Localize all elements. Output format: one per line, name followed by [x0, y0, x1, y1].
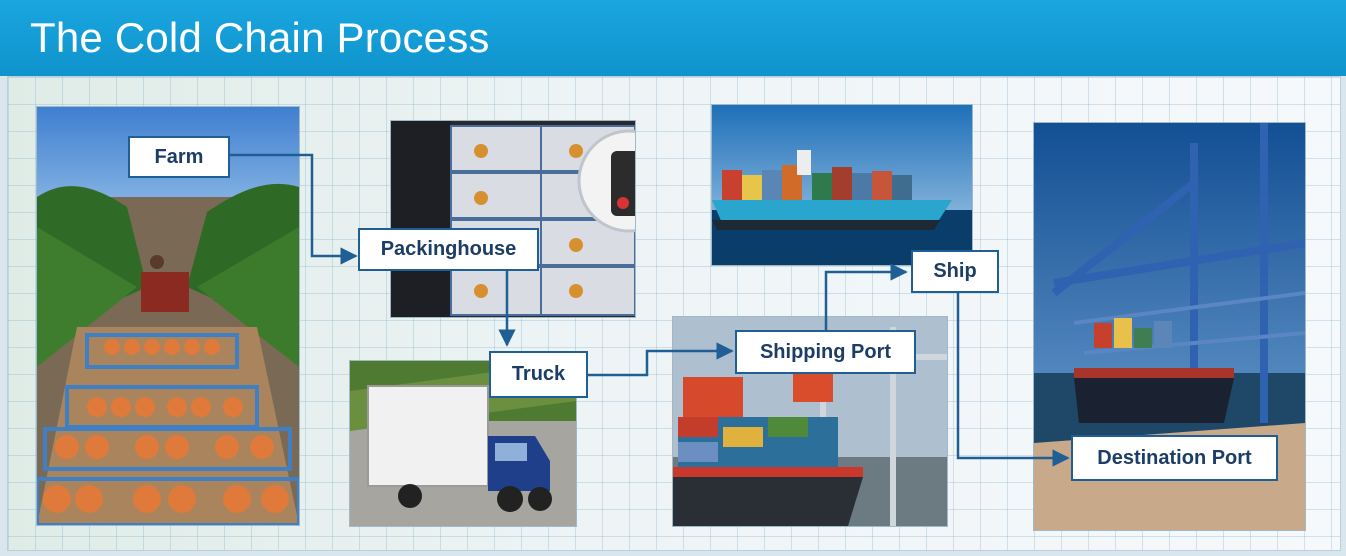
ship-photo — [711, 104, 973, 266]
connector-truck-to-shipping-port — [587, 342, 734, 377]
truck-photo — [349, 360, 577, 527]
farm-photo — [36, 106, 300, 526]
connector-shipping-port-to-ship — [824, 263, 908, 330]
shipping-port-label: Shipping Port — [735, 330, 916, 374]
packinghouse-label: Packinghouse — [358, 228, 539, 271]
shipping-port-photo — [672, 316, 948, 527]
diagram-title: The Cold Chain Process — [30, 14, 490, 61]
title-bar: The Cold Chain Process — [0, 0, 1346, 76]
farm-label: Farm — [128, 136, 230, 178]
connector-ship-to-destination-port — [956, 293, 1070, 467]
ship-label: Ship — [911, 250, 999, 293]
connector-farm-to-packinghouse — [230, 153, 358, 265]
destination-port-label: Destination Port — [1071, 435, 1278, 481]
truck-label: Truck — [489, 351, 588, 398]
